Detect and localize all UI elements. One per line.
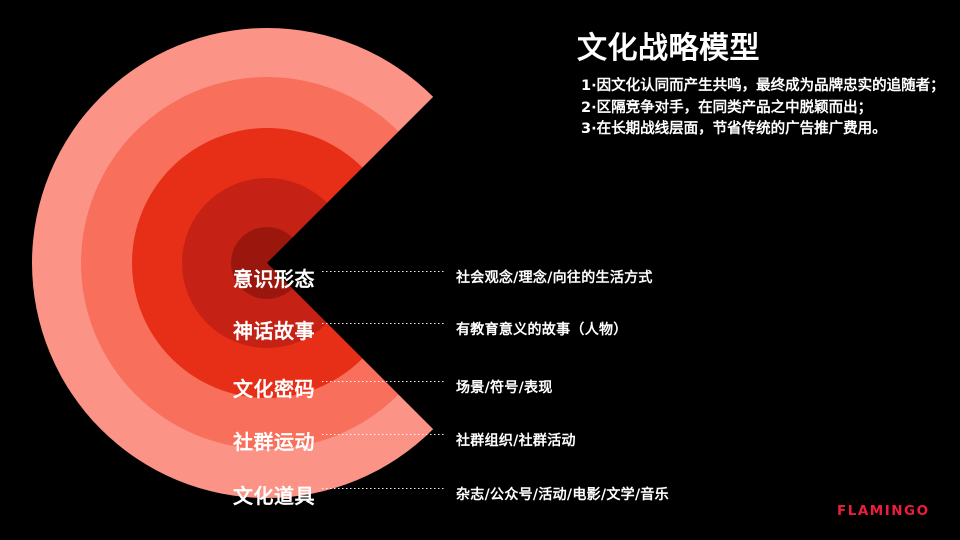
ring-description-community: 社群组织/社群活动 (456, 433, 576, 449)
dotted-connector (322, 433, 446, 435)
mouth-cutout-wedge (267, 0, 627, 540)
ring-label-code: 文化密码 (233, 376, 315, 401)
ring-row-props: 文化道具 杂志/公众号/活动/电影/文学/音乐 (233, 480, 960, 508)
intro-point-1: 1·因文化认同而产生共鸣，最终成为品牌忠实的追随者； (581, 78, 945, 94)
ring-row-myth: 神话故事 有教育意义的故事（人物） (233, 315, 960, 343)
dotted-connector (322, 270, 446, 272)
ring-label-ideology: 意识形态 (233, 266, 315, 291)
dotted-connector (322, 322, 446, 324)
intro-point-3: 3·在长期战线层面，节省传统的广告推广费用。 (581, 121, 887, 138)
ring-description-ideology: 社会观念/理念/向往的生活方式 (456, 270, 653, 286)
dotted-connector (322, 487, 446, 489)
ring-label-props: 文化道具 (233, 483, 315, 508)
ring-description-myth: 有教育意义的故事（人物） (456, 322, 628, 338)
ring-description-code: 场景/符号/表现 (456, 380, 553, 396)
dotted-connector (322, 380, 446, 382)
intro-points: 1·因文化认同而产生共鸣，最终成为品牌忠实的追随者； 2·区隔竞争对手，在同类产… (577, 76, 960, 141)
ring-row-community: 社群运动 社群组织/社群活动 (233, 426, 960, 454)
ring-label-myth: 神话故事 (233, 318, 315, 343)
ring-description-props: 杂志/公众号/活动/电影/文学/音乐 (456, 487, 669, 503)
page-title: 文化战略模型 (577, 31, 760, 66)
flamingo-logo: FLAMINGO (837, 503, 930, 519)
title-block: 文化战略模型 1·因文化认同而产生共鸣，最终成为品牌忠实的追随者； 2·区隔竞争… (577, 30, 960, 141)
ring-row-ideology: 意识形态 社会观念/理念/向往的生活方式 (233, 263, 960, 291)
ring-label-community: 社群运动 (233, 429, 315, 454)
intro-point-2: 2·区隔竞争对手，在同类产品之中脱颖而出； (581, 99, 873, 116)
ring-row-code: 文化密码 场景/符号/表现 (233, 373, 960, 401)
